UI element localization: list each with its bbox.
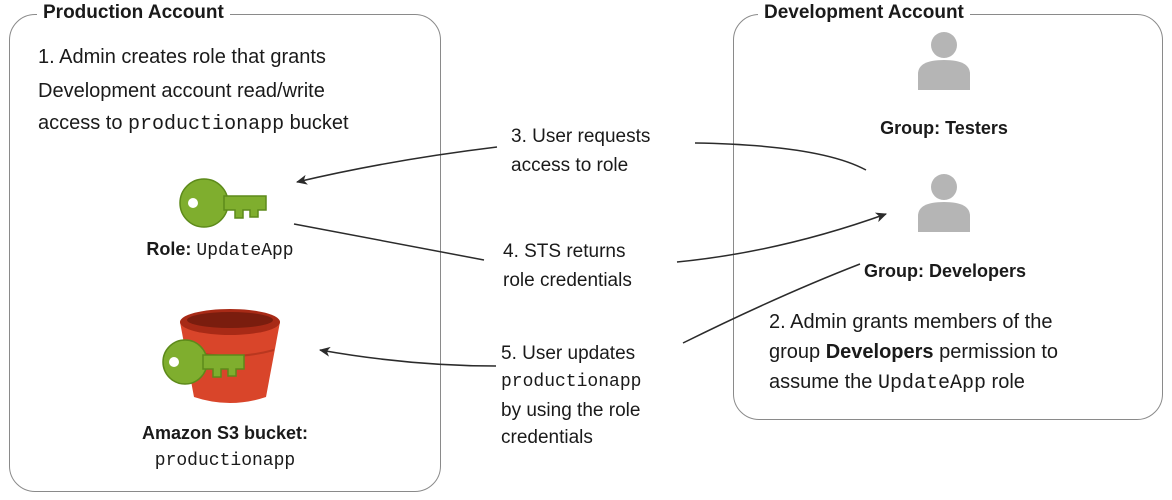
step3-arrow-from-user [694, 142, 867, 171]
role-label-code: UpdateApp [196, 241, 294, 261]
step3-line2: access to role [511, 155, 629, 176]
step1-bucket-code: productionapp [128, 113, 285, 136]
step4-line2: role credentials [503, 270, 632, 291]
step2-updateapp-code: UpdateApp [877, 372, 986, 395]
step2-line3-suffix: role [985, 371, 1025, 393]
step5-line4: credentials [501, 427, 593, 448]
group-developers-label: Group: Developers [863, 261, 1027, 281]
step2-connector-line [682, 263, 861, 344]
step4-line1: 4. STS returns [503, 241, 626, 262]
step5-line3: by using the role [501, 400, 641, 421]
step2-developers-bold: Developers [825, 341, 934, 363]
step1-line3-prefix: access to [38, 112, 129, 134]
bucket-label-line2: productionapp [154, 451, 296, 471]
step1-line3-suffix: bucket [284, 112, 349, 134]
group-testers-label: Group: Testers [880, 118, 1008, 138]
production-account-title: Production Account [37, 2, 230, 24]
step1-line1: 1. Admin creates role that grants [38, 46, 326, 68]
bucket-key-icon [162, 339, 245, 385]
step2-line1: 2. Admin grants members of the [769, 311, 1053, 333]
step3-arrow-to-label [296, 146, 498, 185]
step1-line3: access to productionapp bucket [38, 110, 349, 138]
role-label: Role: UpdateApp [110, 237, 330, 263]
step2-line3-prefix: assume the [769, 371, 878, 393]
development-account-title: Development Account [758, 2, 970, 24]
step4-arrow-to-user [676, 212, 887, 263]
step3-line1: 3. User requests [511, 126, 651, 147]
step2-line3: assume the UpdateApp role [769, 369, 1025, 397]
step1-line2: Development account read/write [38, 80, 325, 102]
step5-arrow-to-bucket [319, 346, 497, 367]
step2-line2-suffix: permission to [933, 341, 1059, 363]
testers-user-icon [918, 32, 970, 90]
key-icon [179, 178, 267, 228]
step5-line1: 5. User updates [501, 343, 636, 364]
role-label-prefix: Role: [146, 239, 197, 259]
developers-user-icon [918, 174, 970, 232]
step4-arrow-from-role [293, 223, 485, 261]
step5-line2: productionapp [501, 372, 642, 392]
bucket-label-line1: Amazon S3 bucket: [141, 423, 309, 443]
step2-line2: group Developers permission to [769, 339, 1058, 366]
step2-line2-prefix: group [769, 341, 826, 363]
